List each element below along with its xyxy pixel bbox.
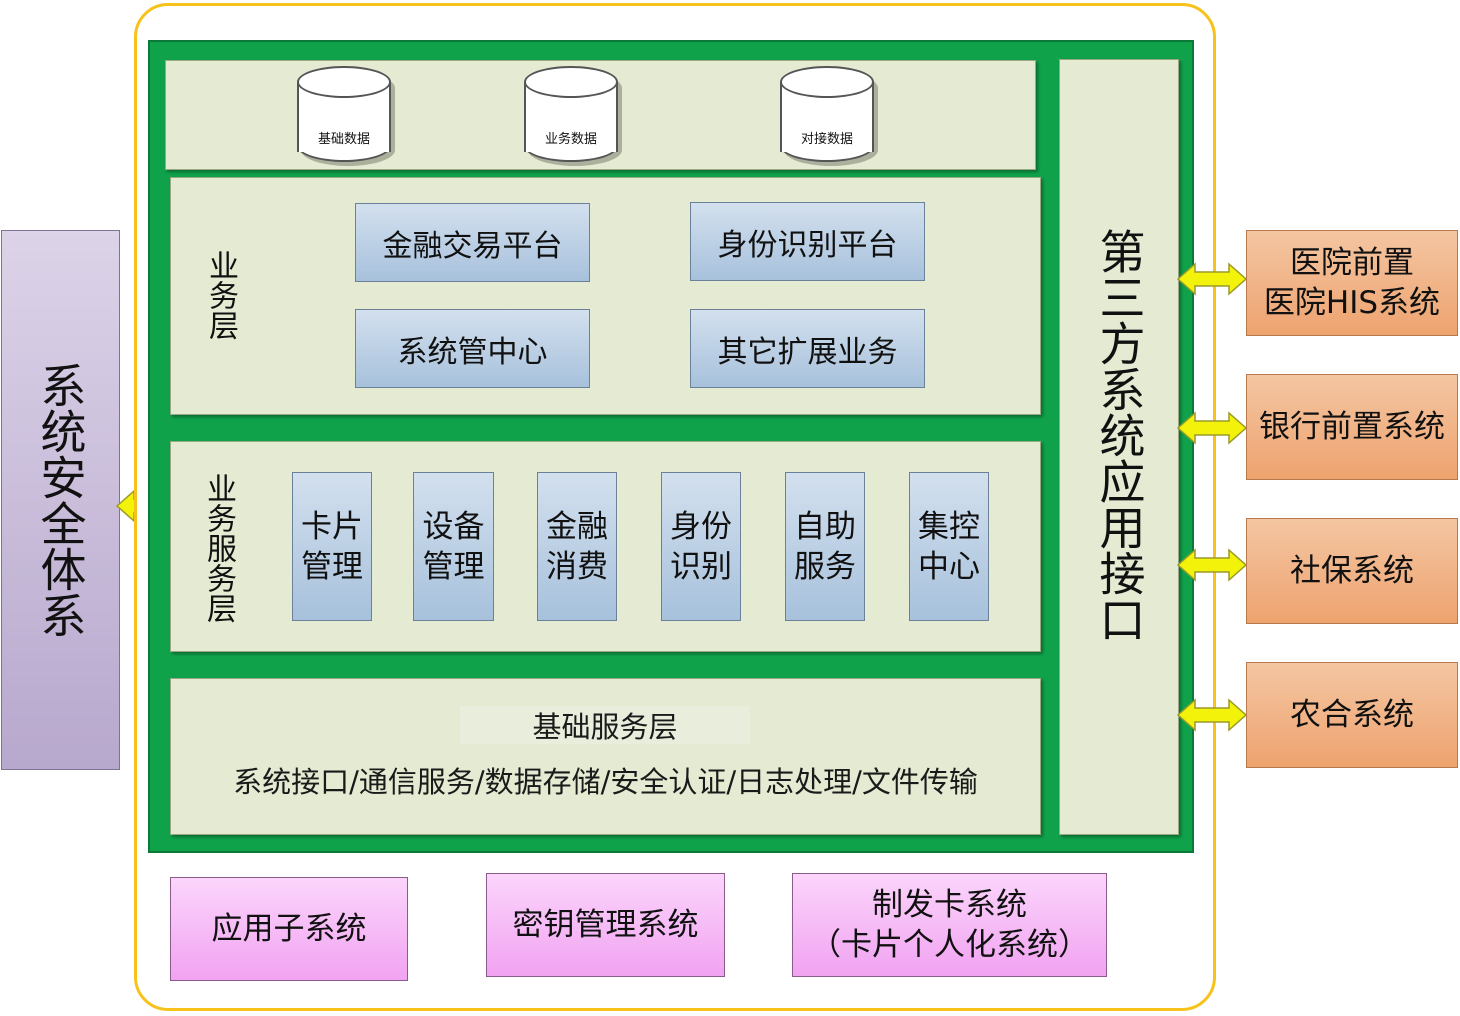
subsystem-key-management: 密钥管理系统 <box>486 873 725 977</box>
module-identity-recognition: 身份识别 <box>661 472 741 621</box>
module-card-management: 卡片管理 <box>292 472 372 621</box>
business-layer-label: 业务层 <box>203 250 238 340</box>
module-financial-consumption: 金融消费 <box>537 472 617 621</box>
external-line: 医院前置 <box>1290 245 1414 281</box>
double-arrow-icon <box>1177 411 1247 445</box>
foundation-layer-title: 基础服务层 <box>460 706 750 744</box>
subsystem-line: 制发卡系统 <box>872 887 1027 923</box>
module-line: 金融 <box>546 508 608 545</box>
foundation-service-layer <box>170 678 1041 835</box>
third-party-interface-label: 第三方系统应用接口 <box>1092 228 1147 642</box>
system-management-center: 系统管中心 <box>355 309 590 388</box>
external-line: 医院HIS系统 <box>1263 285 1441 321</box>
security-system-label: 系统安全体系 <box>33 362 88 638</box>
module-line: 识别 <box>670 548 732 585</box>
database-basic: 基础数据 <box>297 66 395 166</box>
external-bank-system: 银行前置系统 <box>1246 374 1458 480</box>
module-line: 集控 <box>918 508 980 545</box>
module-central-control: 集控中心 <box>909 472 989 621</box>
module-line: 设备 <box>422 508 485 545</box>
double-arrow-icon <box>1177 548 1247 582</box>
database-label: 基础数据 <box>317 132 370 147</box>
database-label: 对接数据 <box>800 132 853 147</box>
external-hospital-system: 医院前置 医院HIS系统 <box>1246 230 1458 336</box>
module-line: 消费 <box>546 548 608 585</box>
module-self-service: 自助服务 <box>785 472 865 621</box>
double-arrow-icon <box>1177 262 1247 296</box>
external-rural-cooperative-system: 农合系统 <box>1246 662 1458 768</box>
financial-trading-platform: 金融交易平台 <box>355 203 590 282</box>
module-line: 服务 <box>794 548 856 585</box>
foundation-services-list: 系统接口/通信服务/数据存储/安全认证/日志处理/文件传输 <box>233 765 978 799</box>
module-line: 管理 <box>301 548 363 585</box>
module-line: 中心 <box>918 548 980 585</box>
external-social-security-system: 社保系统 <box>1246 518 1458 624</box>
database-label: 业务数据 <box>544 132 597 147</box>
third-party-interface-column: 第三方系统应用接口 <box>1059 59 1179 835</box>
subsystem-line: 密钥管理系统 <box>512 907 699 943</box>
subsystem-line: （卡片个人化系统） <box>810 927 1089 963</box>
database-integration: 对接数据 <box>780 66 878 166</box>
external-line: 银行前置系统 <box>1259 409 1445 445</box>
module-line: 自助 <box>794 508 856 545</box>
database-business: 业务数据 <box>524 66 622 166</box>
subsystem-line: 应用子系统 <box>211 911 367 947</box>
security-system-column: 系统安全体系 <box>1 230 120 770</box>
business-service-layer-label: 业务服务层 <box>201 472 236 623</box>
external-line: 农合系统 <box>1290 697 1414 733</box>
subsystem-application: 应用子系统 <box>170 877 408 981</box>
double-arrow-icon <box>1177 698 1247 732</box>
external-line: 社保系统 <box>1290 553 1414 589</box>
other-extended-business: 其它扩展业务 <box>690 309 925 388</box>
identity-recognition-platform: 身份识别平台 <box>690 202 925 281</box>
module-line: 卡片 <box>301 508 363 545</box>
module-device-management: 设备管理 <box>413 472 494 621</box>
module-line: 管理 <box>422 548 485 585</box>
subsystem-card-issuing: 制发卡系统 （卡片个人化系统） <box>792 873 1107 977</box>
module-line: 身份 <box>670 508 732 545</box>
